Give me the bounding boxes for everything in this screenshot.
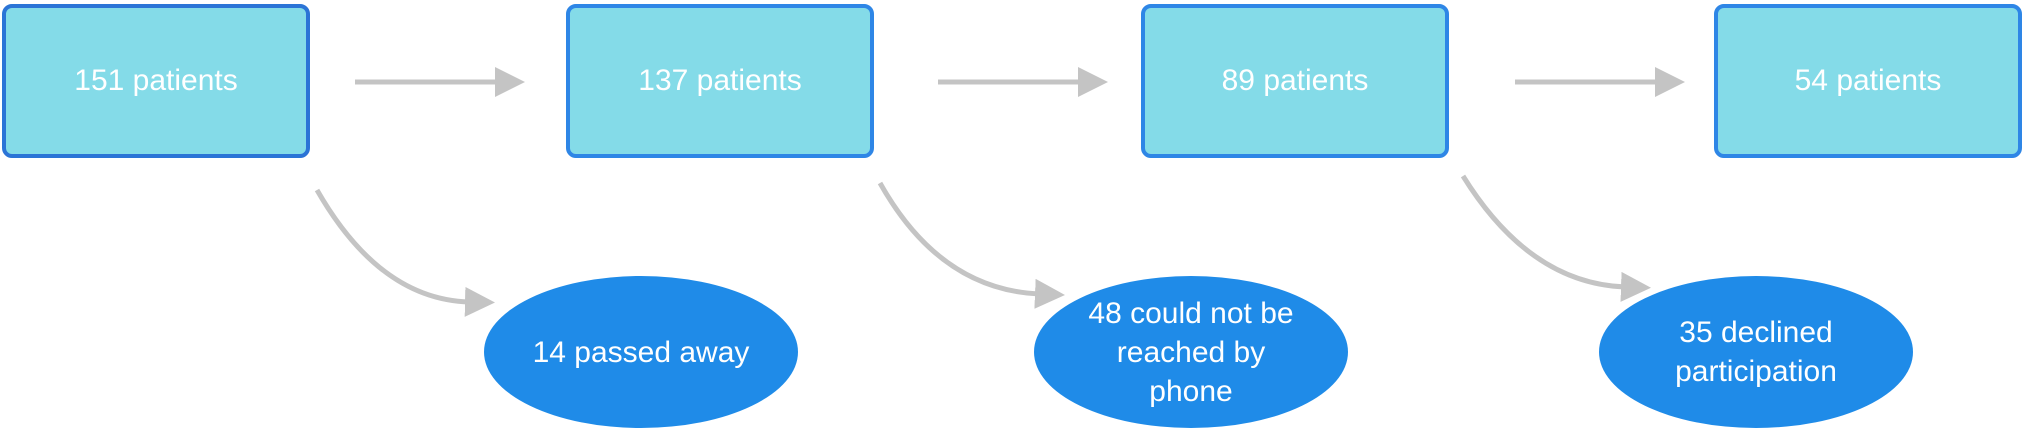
stage-label: 151 patients — [74, 64, 238, 97]
stage-box-4: 54 patients — [1714, 4, 2022, 158]
exclusion-oval-1: 14 passed away — [484, 276, 798, 428]
stage-box-1: 151 patients — [2, 4, 310, 158]
stage-label: 89 patients — [1221, 64, 1369, 97]
arrow-exclusion-1 — [314, 188, 495, 317]
exclusion-label: 35 declined participation — [1675, 316, 1837, 388]
exclusion-oval-2: 48 could not be reached by phone — [1034, 276, 1348, 428]
exclusion-oval-3: 35 declined participation — [1599, 276, 1913, 428]
stage-box-3: 89 patients — [1141, 4, 1449, 158]
stage-box-2: 137 patients — [566, 4, 874, 158]
arrow-exclusion-2 — [877, 181, 1065, 309]
stage-label: 137 patients — [638, 64, 802, 97]
stage-label: 54 patients — [1794, 64, 1942, 97]
exclusion-label: 48 could not be reached by phone — [1088, 296, 1294, 408]
arrow-exclusion-3 — [1460, 174, 1651, 302]
exclusion-label: 14 passed away — [532, 335, 750, 369]
